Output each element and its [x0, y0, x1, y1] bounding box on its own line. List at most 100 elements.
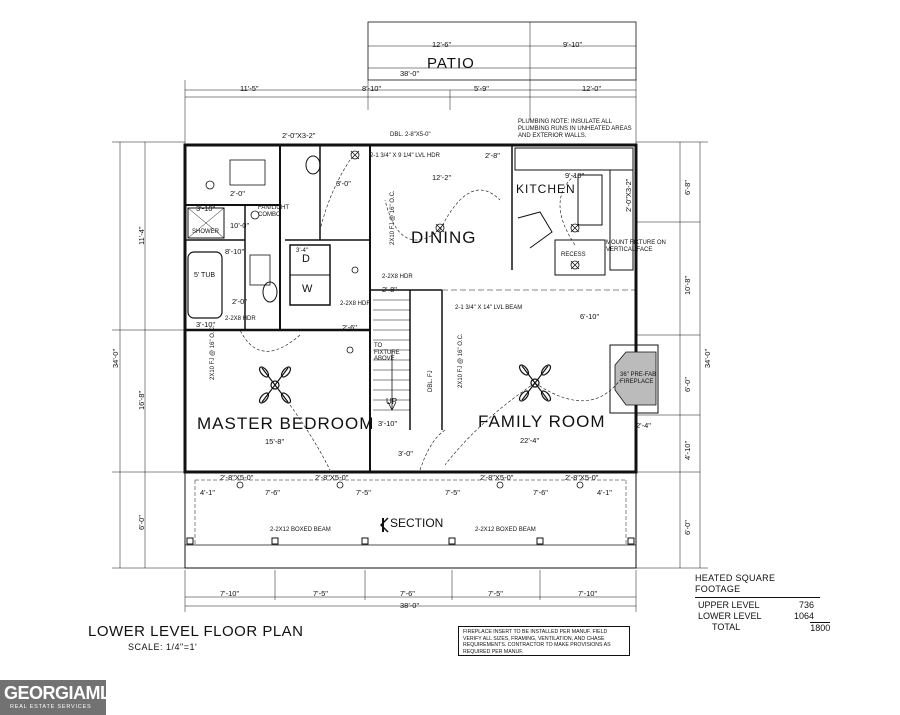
sqft-label: UPPER LEVEL	[698, 599, 760, 610]
sqft-label: TOTAL	[712, 622, 741, 632]
dimension: 22'-4"	[520, 436, 540, 445]
section-label: SECTION	[390, 516, 444, 530]
dimension: 2'-8"	[485, 151, 500, 160]
logo-brand: GEORGIAMLS	[4, 683, 123, 703]
beam-label: 2-2X12 BOXED BEAM	[270, 527, 331, 533]
sqft-value: 1064	[793, 610, 814, 621]
dimension: 38'-0"	[400, 69, 420, 78]
dimension: 2'-0"X3-2"	[282, 131, 316, 140]
fixture-above-label: TO FIXTURE ABOVE	[374, 343, 400, 363]
dimension: 3'-0"	[336, 179, 351, 188]
dryer-label: D	[302, 253, 310, 265]
kitchen-island	[554, 239, 606, 276]
dimension: 12'-0"	[582, 84, 602, 93]
beam-label: 2-2X8 HDR	[340, 301, 371, 307]
logo-tagline: REAL ESTATE SERVICES	[10, 704, 92, 710]
dimension: 4'-1"	[200, 488, 215, 497]
heated-square-footage-table: HEATED SQUARE FOOTAGE UPPER LEVEL 736 LO…	[695, 573, 831, 634]
stairs	[373, 299, 410, 411]
sqft-value: 736	[798, 599, 814, 610]
dimension: 7'-6"	[400, 589, 415, 598]
sqft-row-lower: LOWER LEVEL 1064	[695, 611, 820, 622]
dimension: 11'-5"	[240, 84, 259, 93]
fireplace-note: FIREPLACE INSERT TO BE INSTALLED PER MAN…	[458, 626, 630, 656]
dimension: 2'-8"X5-0"	[220, 473, 254, 482]
dimension: 2'-8"X5-0"	[480, 473, 514, 482]
dimension: 7'-5"	[313, 589, 328, 598]
recess-label: RECESS	[561, 252, 586, 258]
beam-label: 2-2X8 HDR	[225, 316, 256, 322]
electrical-runs	[239, 159, 621, 471]
dimension: 7'-6"	[265, 488, 280, 497]
bathtub	[187, 251, 223, 319]
dining-label: DINING	[411, 228, 477, 247]
sqft-heading: HEATED SQUARE FOOTAGE	[695, 573, 820, 598]
shower-label: SHOWER	[192, 229, 219, 235]
dimension: 10'-8"	[683, 275, 692, 295]
fireplace-label: 36" PRE-FAB FIREPLACE	[620, 372, 657, 385]
sqft-label: LOWER LEVEL	[698, 610, 762, 621]
mount-fixture-label: MOUNT FIXTURE ON VERTICAL FACE	[606, 240, 666, 253]
beam-label: 2-2X8 HDR	[382, 274, 413, 280]
dimension: 11'-4"	[137, 226, 146, 245]
kitchen-counter-top	[514, 147, 634, 171]
drawing-title: LOWER LEVEL FLOOR PLAN	[88, 623, 304, 640]
beam-label: 2-1 3/4" X 14" LVL BEAM	[455, 305, 523, 311]
beam-label: 2-2X12 BOXED BEAM	[475, 527, 536, 533]
dimension: 2'-8"X5-0"	[315, 473, 349, 482]
dimension: 16'-8"	[137, 390, 146, 410]
patio-label: PATIO	[427, 55, 475, 72]
dimension: 7'-6"	[533, 488, 548, 497]
sqft-row-total: TOTAL 1800	[695, 622, 831, 634]
porch-outline	[184, 471, 637, 569]
fireplace	[609, 344, 659, 414]
ceiling-fan-family	[518, 364, 552, 402]
kitchen-label: KITCHEN	[516, 182, 576, 196]
joist-label: DBL. FJ	[428, 370, 434, 392]
family-room-label: FAMILY ROOM	[478, 412, 606, 431]
georgia-mls-logo: GEORGIAMLS REAL ESTATE SERVICES	[0, 680, 123, 715]
joist-label: 2X10 FJ @ 16" O.C.	[390, 190, 396, 245]
dimension: 3'-4"	[296, 248, 308, 254]
sqft-value: 1800	[810, 622, 831, 633]
dimension: 9'-10"	[565, 171, 585, 180]
dimension: 2'-8"X5-0"	[565, 473, 599, 482]
washer-label: W	[302, 283, 313, 295]
dimension: 12'-2"	[432, 173, 452, 182]
dimension: 10'-0"	[230, 221, 250, 230]
patio-outline	[367, 21, 637, 81]
dimension: 2'-6"	[342, 323, 357, 332]
tub-label: 5' TUB	[194, 272, 216, 279]
stair-up-label: UP	[386, 397, 398, 406]
dimension: 6'-8"	[683, 180, 692, 195]
dimension: 2'-0"	[230, 189, 245, 198]
dimension: 12'-6"	[432, 40, 452, 49]
dimension: 2'-8"	[382, 285, 397, 294]
dimension: 4'-10"	[683, 440, 692, 460]
dimension: 7'-5"	[356, 488, 371, 497]
dimension: 4'-1"	[597, 488, 612, 497]
shower	[187, 207, 225, 239]
beam-label: 2-1 3/4" X 9 1/4" LVL HDR	[370, 153, 440, 159]
dimension: 7'-10"	[220, 589, 240, 598]
dimension: 3'-10"	[196, 320, 216, 329]
fan-light-label: FAN/LIGHT COMBO	[258, 205, 289, 218]
master-bedroom-label: MASTER BEDROOM	[197, 414, 375, 433]
dimension: 3'-10"	[196, 204, 216, 213]
drawing-scale: SCALE: 1/4"=1'	[128, 642, 198, 652]
dimension: 34'-0"	[703, 348, 712, 368]
dimension: 3'-10"	[378, 419, 398, 428]
dimension: 7'-10"	[578, 589, 598, 598]
joist-label: 2X10 FJ @ 16" O.C.	[210, 325, 216, 380]
dimension: 34'-0"	[111, 348, 120, 368]
dimension: 2'-4"	[636, 421, 651, 430]
dimension: 38'-0"	[400, 601, 420, 610]
dimension: 2'-0"	[232, 297, 247, 306]
dimension: 8'-10"	[362, 84, 382, 93]
dimension: 6'-10"	[580, 312, 600, 321]
dimension: 3'-0"	[398, 449, 413, 458]
kitchen-counter-right	[609, 169, 634, 271]
joist-label: 2X10 FJ @ 16" O.C.	[458, 333, 464, 388]
dimension: 7'-5"	[488, 589, 503, 598]
